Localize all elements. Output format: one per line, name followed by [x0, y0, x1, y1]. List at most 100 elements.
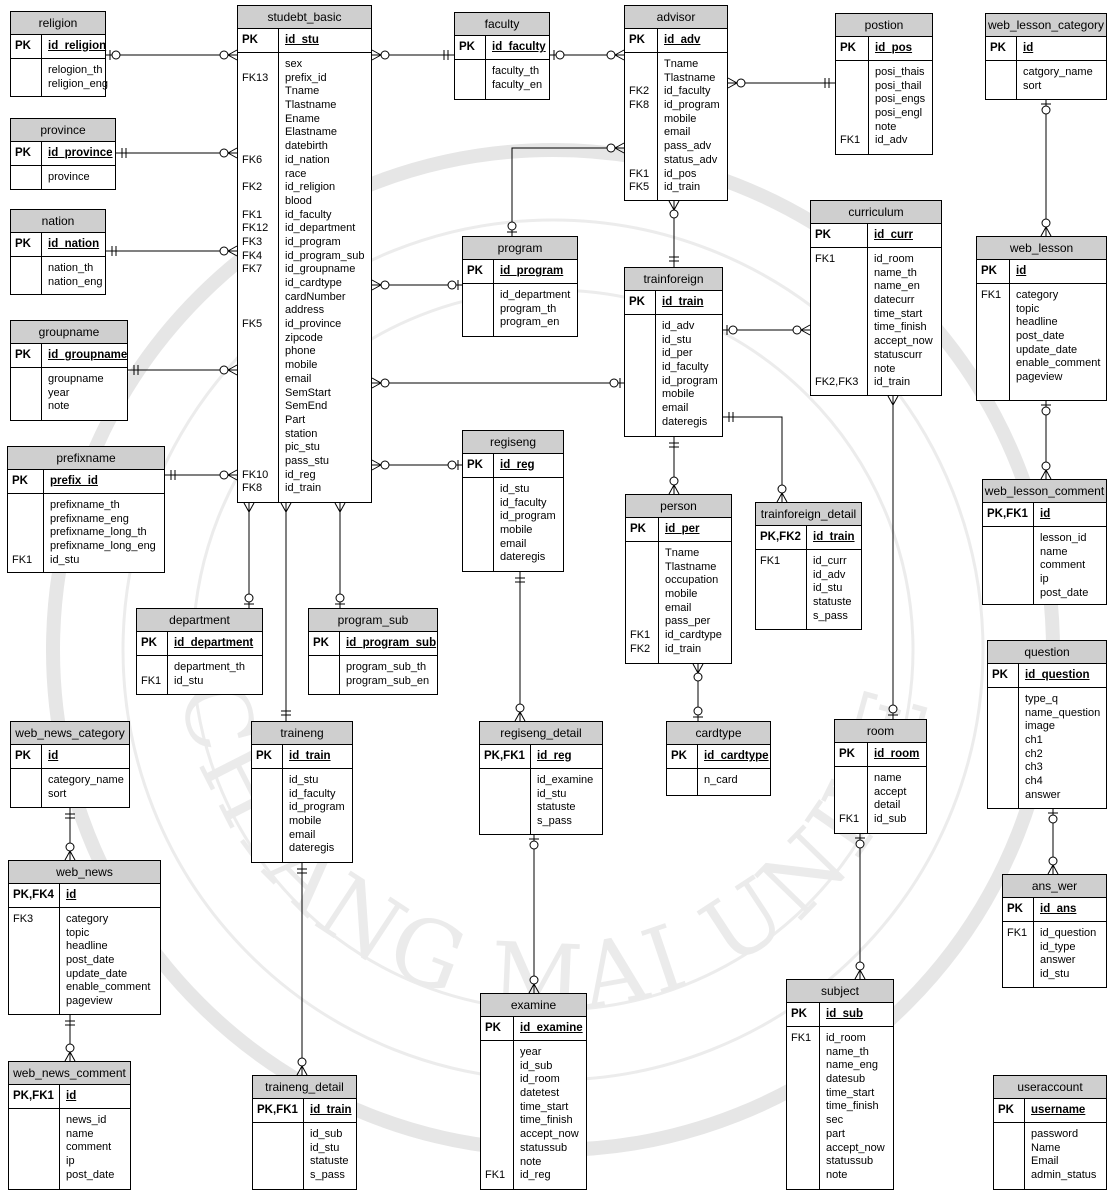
key-type: [242, 414, 278, 428]
attribute-field: topic: [1016, 302, 1040, 315]
key-type: [791, 1142, 819, 1156]
attribute-field: datebirth: [285, 140, 328, 153]
key-type: [242, 400, 278, 414]
key-type: [242, 304, 278, 318]
key-type: [815, 267, 867, 281]
attribute-field: id_room: [520, 1073, 560, 1086]
primary-key-row: PK,FK1 id_train: [253, 1099, 356, 1123]
key-type: [15, 373, 41, 387]
key-type: [760, 582, 806, 596]
key-type: [992, 734, 1018, 748]
entity-title: department: [137, 609, 262, 632]
key-type: [467, 510, 493, 524]
attribute-field: prefixname_th: [50, 499, 120, 511]
key-type: [13, 968, 59, 982]
attribute-field: pageview: [66, 995, 113, 1008]
primary-key-field: id: [48, 750, 59, 762]
key-type: [313, 675, 339, 689]
key-type: [629, 402, 655, 416]
key-type: PK,FK4: [13, 889, 54, 901]
key-type: [981, 371, 1009, 385]
attribute-field: mobile: [285, 359, 318, 372]
attribute-field: SemEnd: [285, 400, 328, 413]
key-type: PK: [15, 40, 31, 52]
key-type: [467, 316, 493, 330]
key-type: FK12: [242, 222, 269, 235]
key-type: [791, 1155, 819, 1169]
attribute-field: type_q: [1025, 693, 1059, 705]
key-type: [485, 1060, 513, 1074]
primary-key-field: id_cardtype: [704, 750, 769, 762]
key-type: [256, 788, 282, 802]
attribute-field: email: [500, 537, 527, 550]
key-type: [467, 483, 493, 497]
primary-key-field: id_train: [310, 1104, 352, 1116]
entity-title: nation: [11, 210, 105, 233]
attribute-field: time_finish: [874, 321, 927, 334]
key-type: [15, 171, 41, 185]
attribute-field: id_department: [500, 289, 571, 301]
key-type: FK1: [760, 555, 781, 567]
attribute-field: id_adv: [875, 134, 908, 147]
attribute-field: status_adv: [664, 153, 718, 166]
attribute-field: pageview: [1016, 371, 1063, 384]
attribute-field: id_program: [662, 374, 718, 387]
attribute-field: time_start: [826, 1086, 875, 1099]
key-type: [485, 1073, 513, 1087]
key-type: [992, 761, 1018, 775]
attribute-field: id_train: [665, 642, 702, 655]
key-type: [791, 1046, 819, 1060]
attribute-field: year: [48, 386, 70, 399]
entity-title: religion: [11, 12, 105, 35]
attribute-field: phone: [285, 345, 316, 358]
attribute-field: posi_engl: [875, 107, 923, 120]
key-type: [791, 1100, 819, 1114]
attribute-field: id_faculty: [500, 496, 547, 509]
attribute-field: year: [520, 1046, 542, 1058]
key-type: PK,FK2: [760, 531, 801, 543]
attribute-field: statuste: [537, 801, 576, 814]
key-type: [998, 1169, 1024, 1183]
attribute-field: post_date: [66, 954, 115, 967]
attribute-field: id_train: [285, 482, 322, 495]
key-type: PK,FK1: [257, 1104, 298, 1116]
primary-key-field: id_ans: [1040, 903, 1077, 915]
entity-title: examine: [481, 994, 586, 1017]
key-type: [998, 1128, 1024, 1142]
key-type: FK1: [840, 134, 861, 147]
key-type: FK8: [242, 482, 263, 495]
attribute-field: posi_thail: [875, 79, 922, 92]
attribute-field: note: [826, 1168, 848, 1181]
primary-key-field: id_religion: [48, 40, 107, 52]
attribute-field: name_eng: [826, 1059, 878, 1072]
attribute-field: id_stu: [662, 333, 692, 346]
key-type: FK4: [242, 249, 263, 262]
key-type: [242, 126, 278, 140]
key-type: PK,FK1: [13, 1090, 54, 1102]
key-type: [242, 345, 278, 359]
attribute-field: id_reg: [285, 468, 316, 481]
entity-title: traineng: [252, 722, 352, 745]
key-type: [242, 359, 278, 373]
primary-key-field: id_sub: [826, 1008, 864, 1020]
attribute-field: accept_now: [520, 1128, 579, 1141]
attribute-field: datecurr: [874, 294, 915, 307]
key-type: [791, 1128, 819, 1142]
